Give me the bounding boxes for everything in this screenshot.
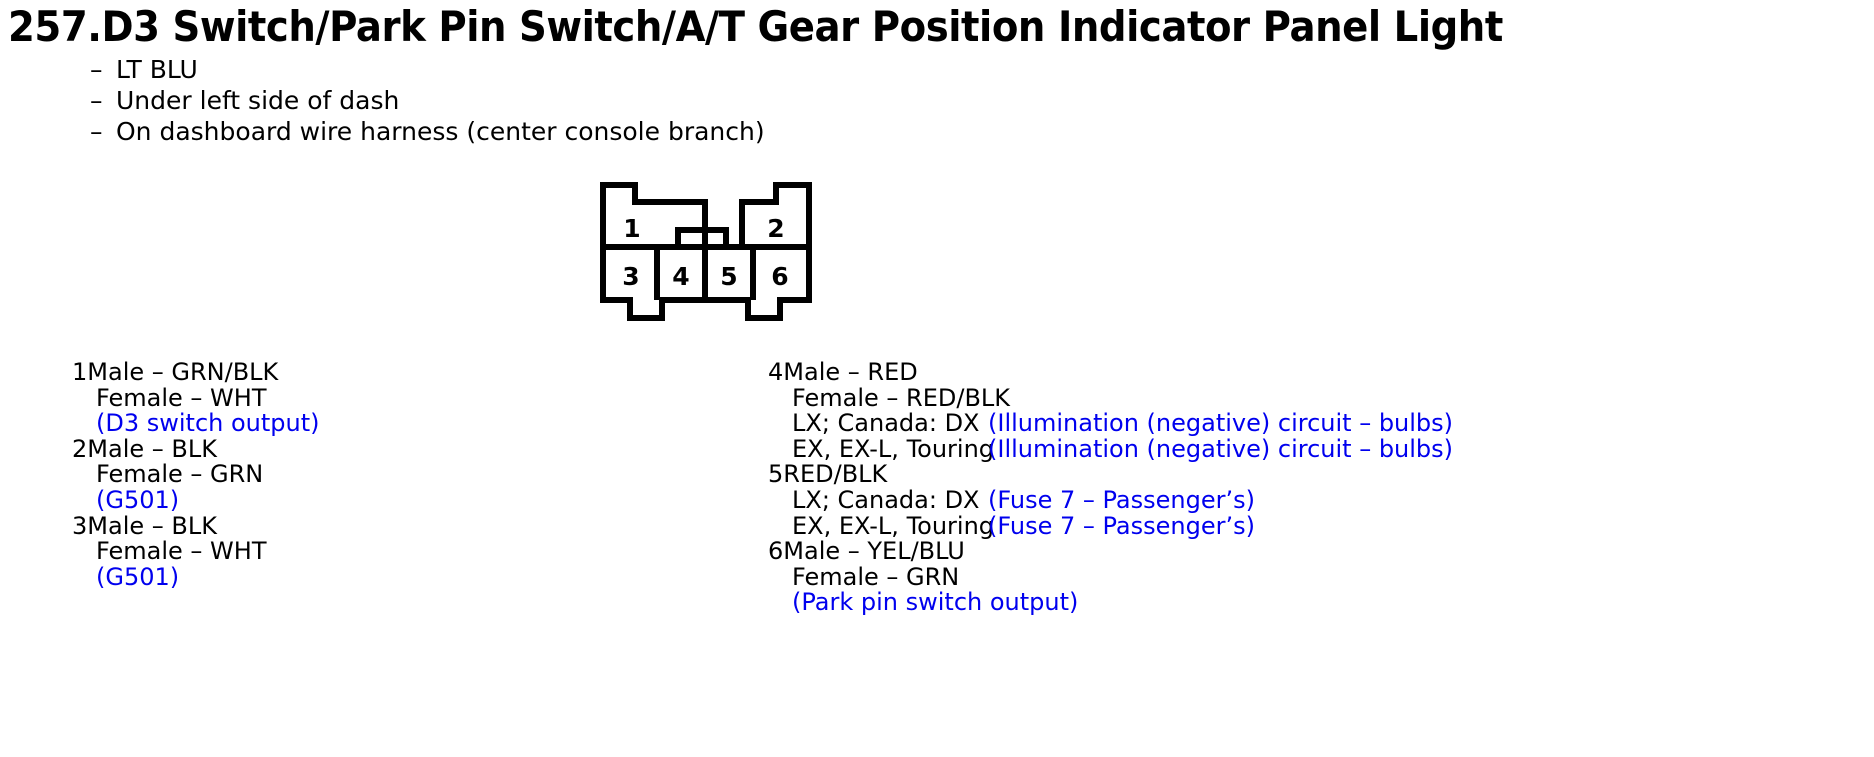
- pin-detail-line: Female – GRN: [768, 562, 1868, 591]
- pin-wire-male: RED/BLK: [783, 460, 888, 489]
- pin-number-4: 4: [672, 262, 689, 291]
- pin-number: 3: [72, 511, 88, 540]
- pin-trim-label: EX, EX-L, Touring: [792, 434, 995, 463]
- pin-number: 5: [768, 460, 784, 489]
- pin-wire-female: Female – GRN: [96, 460, 264, 489]
- pin-number-5: 5: [720, 262, 737, 291]
- pin-number: 2: [72, 434, 88, 463]
- pin-header: 3 Male – BLK: [72, 511, 732, 540]
- pin-wire-female: Female – RED/BLK: [792, 383, 1011, 412]
- pin-detail-line: LX; Canada: DX (Fuse 7 – Passenger’s): [768, 485, 1868, 514]
- pin-number-1: 1: [623, 214, 640, 243]
- pin-list-left: 1 Male – GRN/BLK Female – WHT (D3 switch…: [72, 358, 732, 591]
- pin-wire-male: Male – GRN/BLK: [87, 358, 279, 386]
- pin-wire-male: Male – BLK: [87, 511, 217, 540]
- pin-detail-line: Female – RED/BLK: [768, 383, 1868, 412]
- pin-wire-female: Female – WHT: [96, 537, 267, 566]
- pin-header: 5 RED/BLK: [768, 462, 1868, 488]
- pin-wire-male: Male – YEL/BLU: [783, 537, 965, 566]
- pin-trim-label: LX; Canada: DX: [792, 485, 980, 514]
- pin-detail-line: Female – GRN: [72, 462, 732, 488]
- pin-detail-line: Female – WHT: [72, 383, 732, 412]
- pin-header: 6 Male – YEL/BLU: [768, 539, 1868, 565]
- dash-icon: –: [90, 86, 103, 115]
- pin-entry-4: 4 Male – RED Female – RED/BLK LX; Canada…: [768, 358, 1868, 463]
- pin-circuit: (Fuse 7 – Passenger’s): [988, 485, 1255, 514]
- pin-number: 6: [768, 537, 784, 566]
- dash-icon: –: [90, 117, 103, 146]
- pin-entry-3: 3 Male – BLK Female – WHT (G501): [72, 511, 732, 591]
- pin-detail-line: Female – WHT: [72, 539, 732, 565]
- pin-trim-label: LX; Canada: DX: [792, 409, 980, 438]
- pin-number: 1: [72, 358, 88, 386]
- pin-trim-label: EX, EX-L, Touring: [792, 511, 995, 540]
- pin-circuit: (D3 switch output): [96, 409, 320, 438]
- pin-number: 4: [768, 358, 784, 386]
- pin-circuit: (G501): [96, 562, 180, 591]
- description-bullet-list: – LT BLU – Under left side of dash – On …: [90, 54, 1290, 147]
- pin-circuit: (Fuse 7 – Passenger’s): [988, 511, 1255, 540]
- pin-header: 2 Male – BLK: [72, 434, 732, 463]
- pin-list-right: 4 Male – RED Female – RED/BLK LX; Canada…: [768, 358, 1868, 616]
- dash-icon: –: [90, 55, 103, 84]
- pin-wire-male: Male – BLK: [87, 434, 217, 463]
- pin-wire-male: Male – RED: [783, 358, 918, 386]
- pin-detail-line: EX, EX-L, Touring (Illumination (negativ…: [768, 434, 1868, 463]
- pin-entry-5: 5 RED/BLK LX; Canada: DX (Fuse 7 – Passe…: [768, 462, 1868, 539]
- pin-wire-female: Female – GRN: [792, 562, 960, 591]
- pin-header: 4 Male – RED: [768, 358, 1868, 386]
- pin-wire-female: Female – WHT: [96, 383, 267, 412]
- pin-circuit: (G501): [96, 485, 180, 514]
- connector-diagram: 1 2 3 4 5 6: [600, 182, 812, 321]
- pin-header: 1 Male – GRN/BLK: [72, 358, 732, 386]
- page-title: 257.D3 Switch/Park Pin Switch/A/T Gear P…: [8, 2, 1503, 51]
- pin-entry-2: 2 Male – BLK Female – GRN (G501): [72, 434, 732, 514]
- pin-entry-1: 1 Male – GRN/BLK Female – WHT (D3 switch…: [72, 358, 732, 438]
- pin-number-6: 6: [771, 262, 788, 291]
- bullet-label: LT BLU: [116, 55, 198, 84]
- bullet-item: – On dashboard wire harness (center cons…: [90, 116, 1290, 147]
- pin-entry-6: 6 Male – YEL/BLU Female – GRN (Park pin …: [768, 539, 1868, 616]
- bullet-label: On dashboard wire harness (center consol…: [116, 117, 765, 146]
- bullet-item: – Under left side of dash: [90, 85, 1290, 116]
- pin-circuit: (Illumination (negative) circuit – bulbs…: [988, 434, 1454, 463]
- bullet-item: – LT BLU: [90, 54, 1290, 85]
- pin-circuit: (Park pin switch output): [792, 588, 1079, 617]
- pin-number-3: 3: [622, 262, 639, 291]
- pin-circuit: (Illumination (negative) circuit – bulbs…: [988, 409, 1454, 438]
- bullet-label: Under left side of dash: [116, 86, 400, 115]
- pin-detail-line: EX, EX-L, Touring (Fuse 7 – Passenger’s): [768, 511, 1868, 540]
- pin-detail-line: LX; Canada: DX (Illumination (negative) …: [768, 411, 1868, 437]
- pin-number-2: 2: [767, 214, 784, 243]
